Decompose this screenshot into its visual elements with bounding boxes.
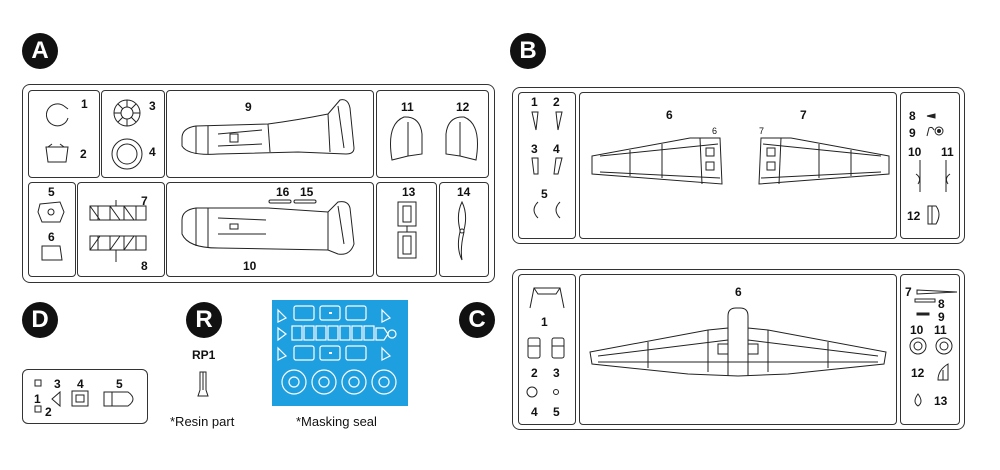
part-label: 13 (934, 394, 948, 408)
part-c4-c5-discs (526, 386, 559, 398)
part-c9-pin (916, 312, 930, 316)
part-d-small-squares (34, 379, 42, 413)
part-b5-arms (533, 201, 561, 219)
sprue-a-cell-7-8 (77, 182, 165, 277)
part-label: 5 (48, 185, 55, 199)
sprue-a-badge: A (22, 33, 58, 69)
part-a12-stabilizer (445, 116, 478, 161)
part-label: 16 (276, 185, 290, 199)
part-a6-panel (41, 245, 63, 261)
part-label: 7 (759, 126, 765, 136)
part-b1-b2-struts (531, 111, 563, 131)
part-label: 9 (938, 310, 945, 324)
part-label: 4 (149, 145, 156, 159)
part-c10-c11-wheels (909, 337, 953, 355)
part-c12-bracket (937, 363, 949, 381)
part-label: 2 (80, 147, 87, 161)
part-c7-antenna (916, 289, 958, 295)
part-label: 4 (553, 142, 560, 156)
part-b6-wing-half (591, 137, 723, 185)
resin-part-rp1 (197, 371, 209, 397)
part-a7-cockpit-frame (89, 200, 147, 221)
part-b3-b4-doors (531, 157, 563, 175)
part-c8-rod (914, 298, 936, 303)
part-label: 5 (541, 187, 548, 201)
masking-seal-shapes (277, 305, 397, 395)
part-label: 3 (149, 99, 156, 113)
part-label: 11 (401, 100, 414, 114)
part-label: 1 (541, 315, 548, 329)
part-label: 2 (553, 95, 560, 109)
part-a13-seat (397, 201, 417, 259)
part-c6-lower-wing (589, 307, 887, 377)
sprue-b-badge: B (510, 33, 546, 69)
part-label: 2 (531, 366, 538, 380)
part-label: 4 (77, 377, 84, 391)
part-label: 5 (116, 377, 123, 391)
part-label: 12 (907, 209, 921, 223)
part-a10-fuselage-half (181, 201, 355, 255)
part-a11-stabilizer (390, 116, 423, 161)
resin-caption: *Resin part (170, 414, 235, 429)
part-label: 7 (905, 285, 912, 299)
part-c2-c3-doors (527, 337, 565, 359)
part-label: 6 (48, 230, 55, 244)
part-a9-fuselage-half (181, 99, 355, 155)
resin-part-label: RP1 (192, 348, 216, 362)
part-label: 6 (666, 108, 673, 122)
part-b8-pin (926, 113, 936, 119)
part-label: 12 (456, 100, 470, 114)
part-label: 10 (908, 145, 922, 159)
part-label: 7 (141, 194, 148, 208)
part-label: 9 (245, 100, 252, 114)
sprue-a-cell-5-6 (28, 182, 76, 277)
part-a1-ring (45, 103, 69, 127)
masking-caption: *Masking seal (296, 414, 377, 429)
part-label: 10 (243, 259, 257, 273)
part-b9-hook (926, 126, 944, 137)
part-label: 11 (941, 145, 954, 159)
part-b7-wing-half (758, 137, 890, 185)
part-c1-canopy-frame (529, 287, 565, 309)
part-label: 3 (531, 142, 538, 156)
part-a16-a15-rods (268, 199, 317, 204)
part-label: 3 (54, 377, 61, 391)
part-label: 11 (934, 323, 947, 337)
part-a4-cowling (111, 138, 143, 170)
part-b12-bracket (927, 205, 940, 225)
part-label: 12 (911, 366, 925, 380)
part-label: 5 (553, 405, 560, 419)
part-a2-tray (45, 143, 69, 163)
part-a8-cockpit-frame (89, 235, 147, 262)
sprue-b-cell-left (518, 92, 576, 239)
part-a3-engine (113, 99, 141, 127)
sprue-d-badge: D (22, 302, 58, 338)
part-d-clear-parts (51, 390, 134, 408)
part-label: 10 (910, 323, 924, 337)
part-label: 6 (735, 285, 742, 299)
part-label: 6 (712, 126, 718, 136)
part-label: 1 (531, 95, 538, 109)
sprue-c-badge: C (459, 302, 495, 338)
part-label: 8 (141, 259, 148, 273)
part-b10-b11-legs (915, 160, 951, 192)
part-label: 1 (34, 392, 41, 406)
part-label: 3 (553, 366, 560, 380)
part-label: 9 (909, 126, 916, 140)
part-label: 1 (81, 97, 88, 111)
part-label: 4 (531, 405, 538, 419)
part-label: 8 (909, 109, 916, 123)
part-label: 2 (45, 405, 52, 419)
part-a5-panel (37, 201, 65, 223)
part-label: 14 (457, 185, 471, 199)
sprue-a-cell-1-2 (28, 90, 100, 178)
resin-badge: R (186, 302, 222, 338)
part-label: 8 (938, 297, 945, 311)
part-label: 15 (300, 185, 314, 199)
part-label: 7 (800, 108, 807, 122)
part-c13-drop (914, 393, 922, 407)
part-a14-propeller (457, 200, 467, 261)
sprue-c-cell-left (518, 274, 576, 425)
part-label: 13 (402, 185, 416, 199)
